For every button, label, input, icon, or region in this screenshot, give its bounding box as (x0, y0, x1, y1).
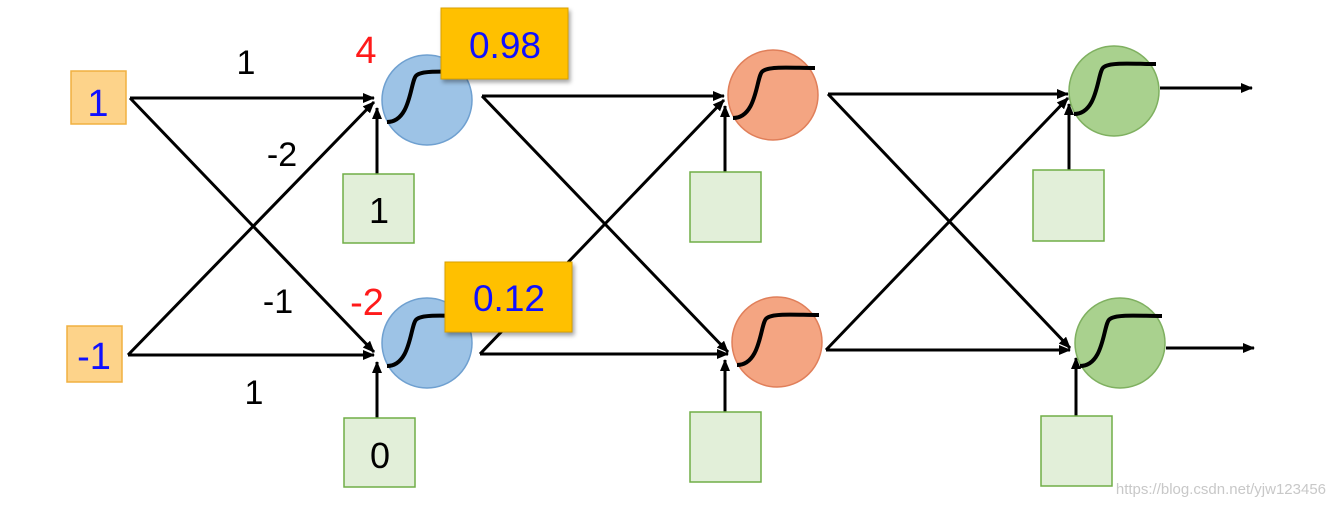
neuron-3-2 (1074, 297, 1166, 389)
output-arrows (1160, 83, 1255, 353)
bias-box-n21 (689, 171, 762, 243)
sigmoid-curve-icon (1073, 61, 1157, 116)
weight-label-w12: -1 (263, 283, 293, 321)
weight-label-w21: -2 (267, 136, 297, 174)
weight-label-w11: 1 (237, 44, 256, 82)
watermark: https://blog.csdn.net/yjw123456 (1115, 481, 1326, 498)
pre-activation-z2: -2 (350, 282, 384, 324)
bias-boxes: 1 0 (342, 169, 1113, 488)
output-value-1: 0.98 (469, 25, 541, 66)
input-value-1: 1 (87, 83, 108, 125)
layer-3-neurons (1068, 45, 1166, 389)
bias-value-2: 0 (370, 435, 390, 476)
bias-box-n22 (689, 411, 762, 483)
weight-labels: 1 -2 -1 1 (237, 44, 298, 412)
neuron-2-2 (731, 296, 823, 388)
edge-x1-to-n12 (128, 96, 376, 354)
output-box-1: 0.98 (440, 7, 569, 80)
neuron-2-1 (727, 49, 819, 141)
sigmoid-curve-icon (736, 312, 820, 367)
input-connections (126, 93, 376, 360)
pre-activation-labels: 4 -2 (350, 30, 384, 324)
sigmoid-curve-icon (1079, 313, 1163, 368)
pre-activation-z1: 4 (355, 30, 376, 72)
hidden-connections-2 (824, 89, 1072, 355)
bias-box-n12: 0 (343, 417, 416, 488)
input-value-2: -1 (77, 336, 111, 378)
layer-2-neurons (727, 49, 823, 388)
input-box-2: -1 (66, 325, 123, 383)
neuron-3-1 (1068, 45, 1160, 137)
edge-x2-to-n11 (126, 100, 376, 357)
input-box-1: 1 (70, 70, 127, 125)
output-box-2: 0.12 (444, 261, 573, 333)
bias-box-n11: 1 (342, 173, 415, 244)
bias-box-n32 (1040, 415, 1113, 487)
weight-label-w22: 1 (245, 374, 264, 412)
bias-arrows (372, 103, 1081, 418)
bias-value-1: 1 (369, 190, 389, 231)
output-value-2: 0.12 (473, 278, 545, 319)
bias-box-n31 (1032, 169, 1105, 242)
sigmoid-curve-icon (732, 65, 816, 120)
edge-n22-to-n31 (824, 96, 1070, 352)
